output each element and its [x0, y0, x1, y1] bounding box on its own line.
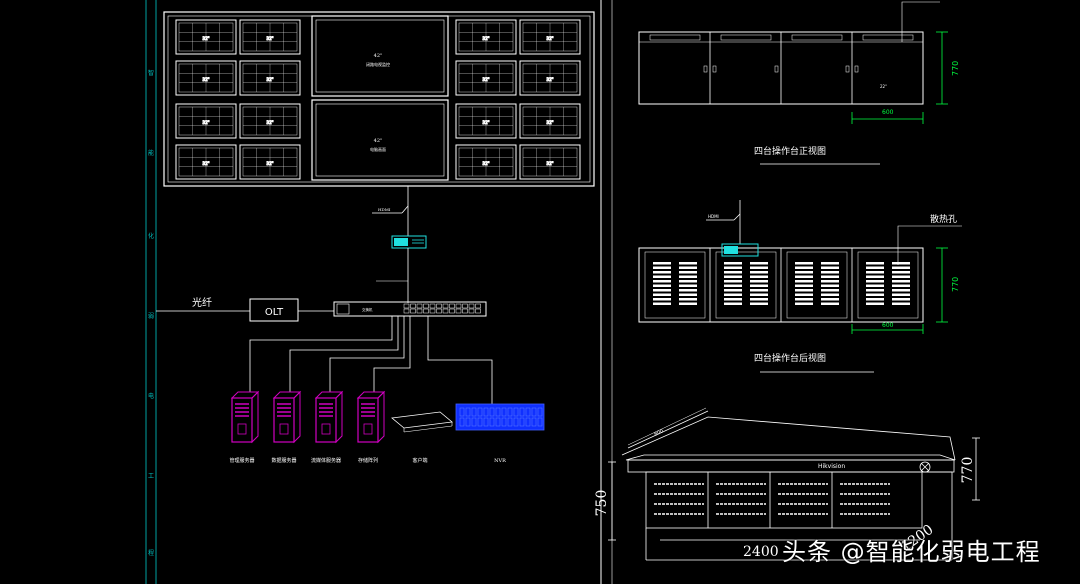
iso-dim-770: 770 — [960, 457, 976, 484]
small-monitor-size: 32" — [483, 161, 490, 166]
side-label: 化 — [148, 232, 154, 240]
server-label: 管理服务器 — [229, 457, 254, 464]
small-monitor: 32" — [519, 60, 581, 96]
small-monitor: 32" — [239, 103, 301, 139]
small-monitor: 32" — [455, 19, 517, 55]
server-tower — [314, 390, 344, 444]
front-height-dim: 770 — [951, 61, 960, 76]
small-monitor: 32" — [519, 144, 581, 180]
rear-hdmi-label: HDMI — [708, 214, 719, 219]
small-monitor: 32" — [455, 60, 517, 96]
console-front-view — [638, 1, 940, 105]
front-dimensions — [851, 31, 948, 124]
vent-grilles — [653, 262, 910, 305]
server-label: 存储阵列 — [358, 457, 378, 464]
small-monitor: 32" — [239, 19, 301, 55]
console-isometric — [608, 407, 980, 561]
small-monitor-size: 32" — [547, 161, 554, 166]
video-wall: 32" 32" 32" 32" 32" 32" 32" 32" 32" 32" 32" 32" 32" 3… — [163, 11, 595, 187]
rear-width-dim: 600 — [882, 322, 894, 329]
rear-dimensions — [851, 247, 948, 334]
front-view-title: 四台操作台正视图 — [754, 145, 826, 157]
small-monitor: 32" — [519, 103, 581, 139]
fiber-label: 光纤 — [192, 296, 212, 309]
nvr-label: NVR — [494, 458, 506, 464]
side-label: 弱 — [148, 313, 154, 320]
vent-label: 散热孔 — [930, 213, 957, 225]
large-screen-bottom — [311, 99, 449, 181]
small-monitor: 32" — [175, 19, 237, 55]
console-rear-view — [638, 225, 962, 323]
small-monitor-size: 32" — [483, 120, 490, 125]
server-group — [230, 390, 386, 444]
small-monitor: 32" — [175, 60, 237, 96]
server-wiring — [249, 316, 493, 404]
big-screen-caption: 闭路电视监控 — [366, 61, 390, 67]
iso-dim-800: 800 — [653, 428, 664, 437]
small-monitor-size: 32" — [267, 36, 274, 41]
small-monitor-size: 32" — [547, 77, 554, 82]
server-label: 流媒体服务器 — [311, 457, 341, 464]
side-labels: 智 能 化 弱 电 工 程 — [148, 69, 154, 557]
nvr-device — [455, 403, 545, 431]
server-label: 数据服务器 — [271, 457, 296, 464]
hdmi-label: HDMI — [378, 207, 391, 212]
small-monitor: 32" — [519, 19, 581, 55]
small-monitor: 32" — [175, 144, 237, 180]
iso-brand-label: Hikvision — [818, 463, 845, 470]
small-monitor: 32" — [239, 144, 301, 180]
side-label: 能 — [148, 149, 154, 157]
small-monitor: 32" — [175, 103, 237, 139]
big-screen-size-label: 42" — [374, 53, 383, 59]
iso-dim-2400: 2400 — [743, 544, 779, 560]
big-screen-caption: 电脑画面 — [370, 146, 386, 152]
small-monitor-size: 32" — [203, 77, 210, 82]
small-monitor: 32" — [455, 103, 517, 139]
small-monitor-size: 32" — [267, 77, 274, 82]
small-monitor-size: 32" — [203, 120, 210, 125]
rear-decoder — [721, 243, 759, 257]
side-label: 程 — [148, 549, 154, 557]
large-screen-top — [311, 15, 449, 97]
small-monitor-size: 32" — [483, 36, 490, 41]
small-monitor-size: 32" — [267, 161, 274, 166]
hdmi-link — [372, 186, 409, 236]
sheet-frame — [145, 0, 613, 584]
side-label: 工 — [148, 473, 154, 480]
small-monitor-size: 32" — [203, 36, 210, 41]
iso-dim-750: 750 — [594, 490, 610, 517]
watermark: 头条 @智能化弱电工程 — [782, 538, 1041, 566]
small-monitor: 32" — [455, 144, 517, 180]
server-tower — [272, 390, 302, 444]
monitor-size-note: 22" — [880, 84, 887, 89]
small-monitor-size: 32" — [547, 36, 554, 41]
isometric-vent-slots — [654, 483, 890, 515]
rear-height-dim: 770 — [951, 277, 960, 292]
rear-hdmi-link — [706, 200, 741, 244]
decoder-device — [391, 235, 427, 249]
small-monitor: 32" — [239, 60, 301, 96]
switch-label: 交换机 — [362, 307, 373, 312]
olt-label: OLT — [265, 307, 284, 318]
rear-view-title: 四台操作台后视图 — [754, 352, 826, 364]
small-monitor-size: 32" — [267, 120, 274, 125]
olt-device — [156, 298, 334, 322]
client-keyboard — [391, 411, 453, 433]
small-monitor-size: 32" — [203, 161, 210, 166]
small-monitor-size: 32" — [483, 77, 490, 82]
small-screen-grid: 32" 32" 32" 32" 32" 32" 32" 32" 32" 32" 32" 32" 32" 3… — [175, 19, 581, 180]
big-screen-size-label: 42" — [374, 138, 383, 144]
server-tower — [230, 390, 260, 444]
side-label: 智 — [148, 69, 154, 77]
front-width-dim: 600 — [882, 109, 894, 116]
small-monitor-size: 32" — [547, 120, 554, 125]
server-tower — [356, 390, 386, 444]
side-label: 电 — [148, 392, 154, 400]
client-label: 客户端 — [412, 457, 427, 464]
